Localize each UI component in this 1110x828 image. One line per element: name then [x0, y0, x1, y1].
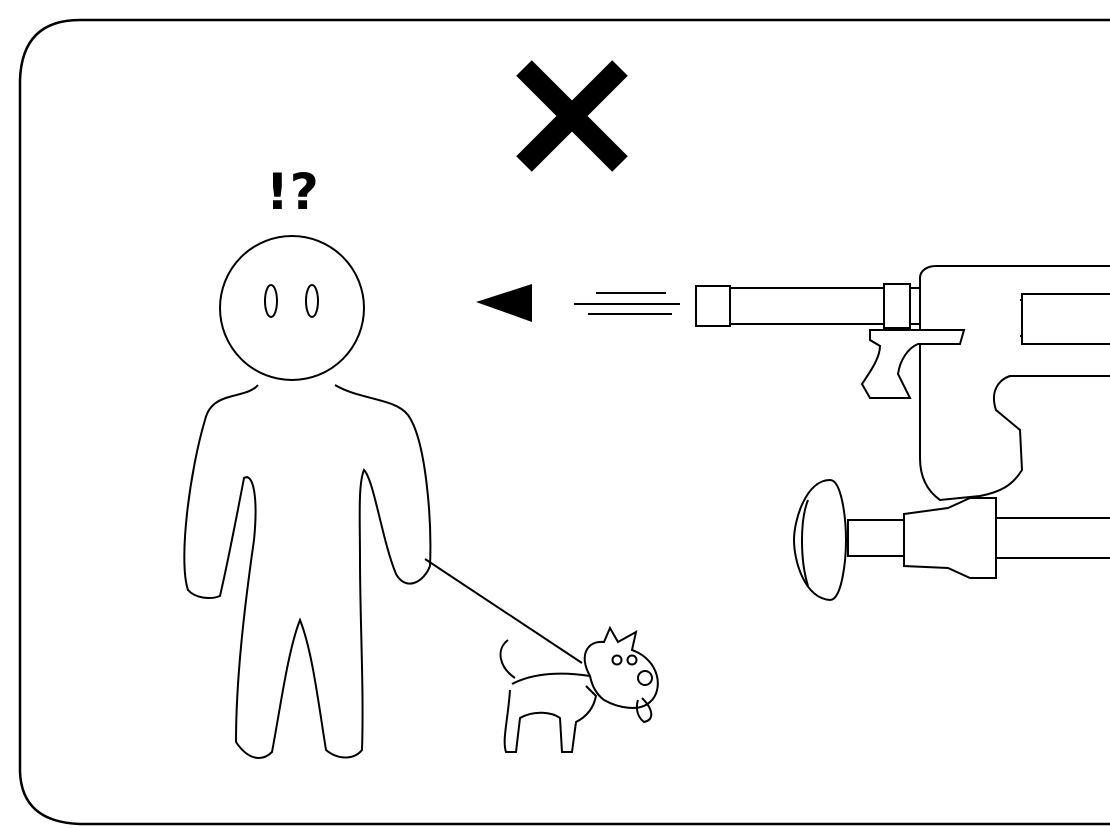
- gun-trigger: [860, 329, 966, 399]
- dog-figure: [499, 625, 659, 753]
- spray-gun: [695, 265, 1110, 602]
- gun-knob: [792, 478, 848, 602]
- person-eye-left: [264, 284, 278, 318]
- arrow-left-icon: [476, 284, 532, 322]
- dog-ear: [635, 697, 653, 724]
- gun-neck: [847, 519, 905, 557]
- dog-eye-right: [626, 654, 638, 666]
- cross-icon: [516, 60, 628, 172]
- gun-coupler: [903, 497, 997, 579]
- exclamation-mark-text: !?: [266, 163, 320, 221]
- person-eye-right: [305, 284, 319, 318]
- dog-leash: [424, 558, 583, 664]
- person-figure: [183, 235, 432, 759]
- person-head: [219, 235, 365, 381]
- dog-body: [503, 685, 598, 753]
- gun-nozzle: [695, 285, 731, 327]
- dog-tail: [499, 639, 516, 679]
- dog-nose: [637, 670, 653, 686]
- gun-hose-pipe: [995, 517, 1110, 559]
- gun-collar-inner: [909, 287, 921, 325]
- gun-collar: [883, 283, 911, 329]
- dog-head: [583, 625, 659, 709]
- dog-back: [511, 672, 591, 685]
- person-body: [183, 384, 432, 759]
- frame-border: [18, 18, 1110, 826]
- gun-barrel: [729, 287, 885, 325]
- dog-eye-left: [611, 654, 623, 666]
- spray-lines: [574, 292, 680, 315]
